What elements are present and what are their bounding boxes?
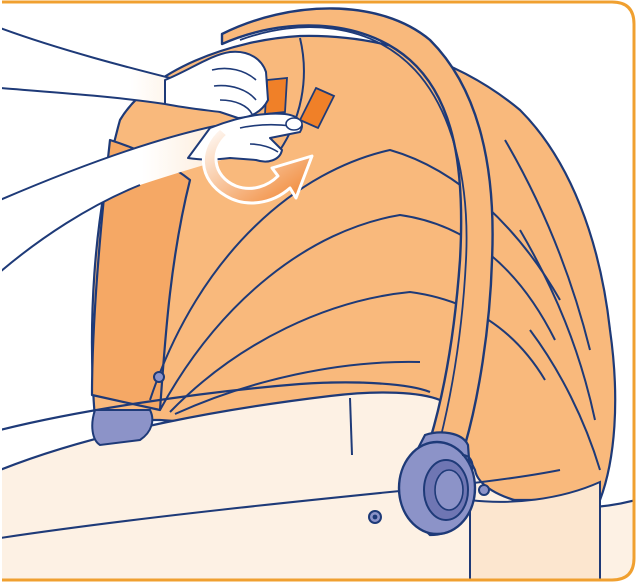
left-canopy-rivet: [154, 372, 164, 382]
right-canopy-rivet: [479, 485, 489, 495]
